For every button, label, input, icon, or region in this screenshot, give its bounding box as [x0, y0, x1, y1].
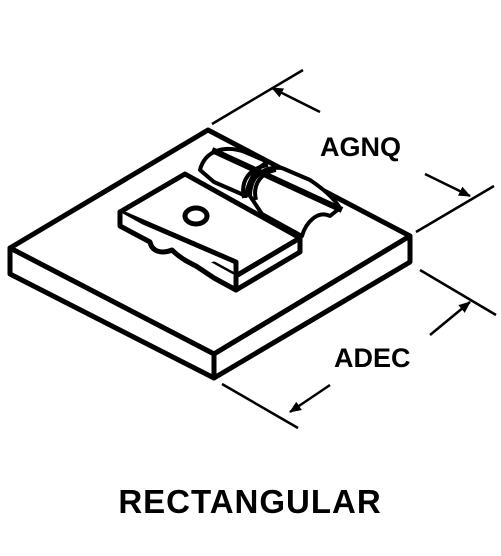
dimension-top — [211, 68, 495, 234]
arrow-line-top-upper — [271, 86, 321, 114]
extension-line-bottom-right — [419, 268, 497, 317]
arrow-line-bottom-upper — [429, 301, 471, 336]
leaf-side-face — [233, 235, 303, 293]
arrow-line-bottom-lower — [289, 383, 331, 414]
knuckle-rear — [198, 147, 270, 198]
knuckle-rings — [241, 163, 277, 201]
dimension-bottom — [221, 268, 497, 430]
arrow-line-top-lower — [424, 172, 471, 198]
extension-line-top-left — [211, 68, 304, 126]
hinge-pin-edge — [210, 147, 344, 213]
dimension-label-top: AGNQ — [320, 132, 401, 162]
hinge-leaf — [117, 171, 303, 293]
dimension-label-bottom: ADEC — [334, 343, 411, 373]
plate-side-face — [211, 233, 413, 381]
mounting-hole — [182, 205, 210, 227]
extension-line-top-right — [415, 184, 495, 234]
hinge-knuckles — [198, 147, 344, 238]
shape-caption: RECTANGULAR — [118, 483, 381, 520]
extension-line-bottom-left — [221, 382, 299, 430]
leaf-front-edge — [117, 212, 239, 293]
